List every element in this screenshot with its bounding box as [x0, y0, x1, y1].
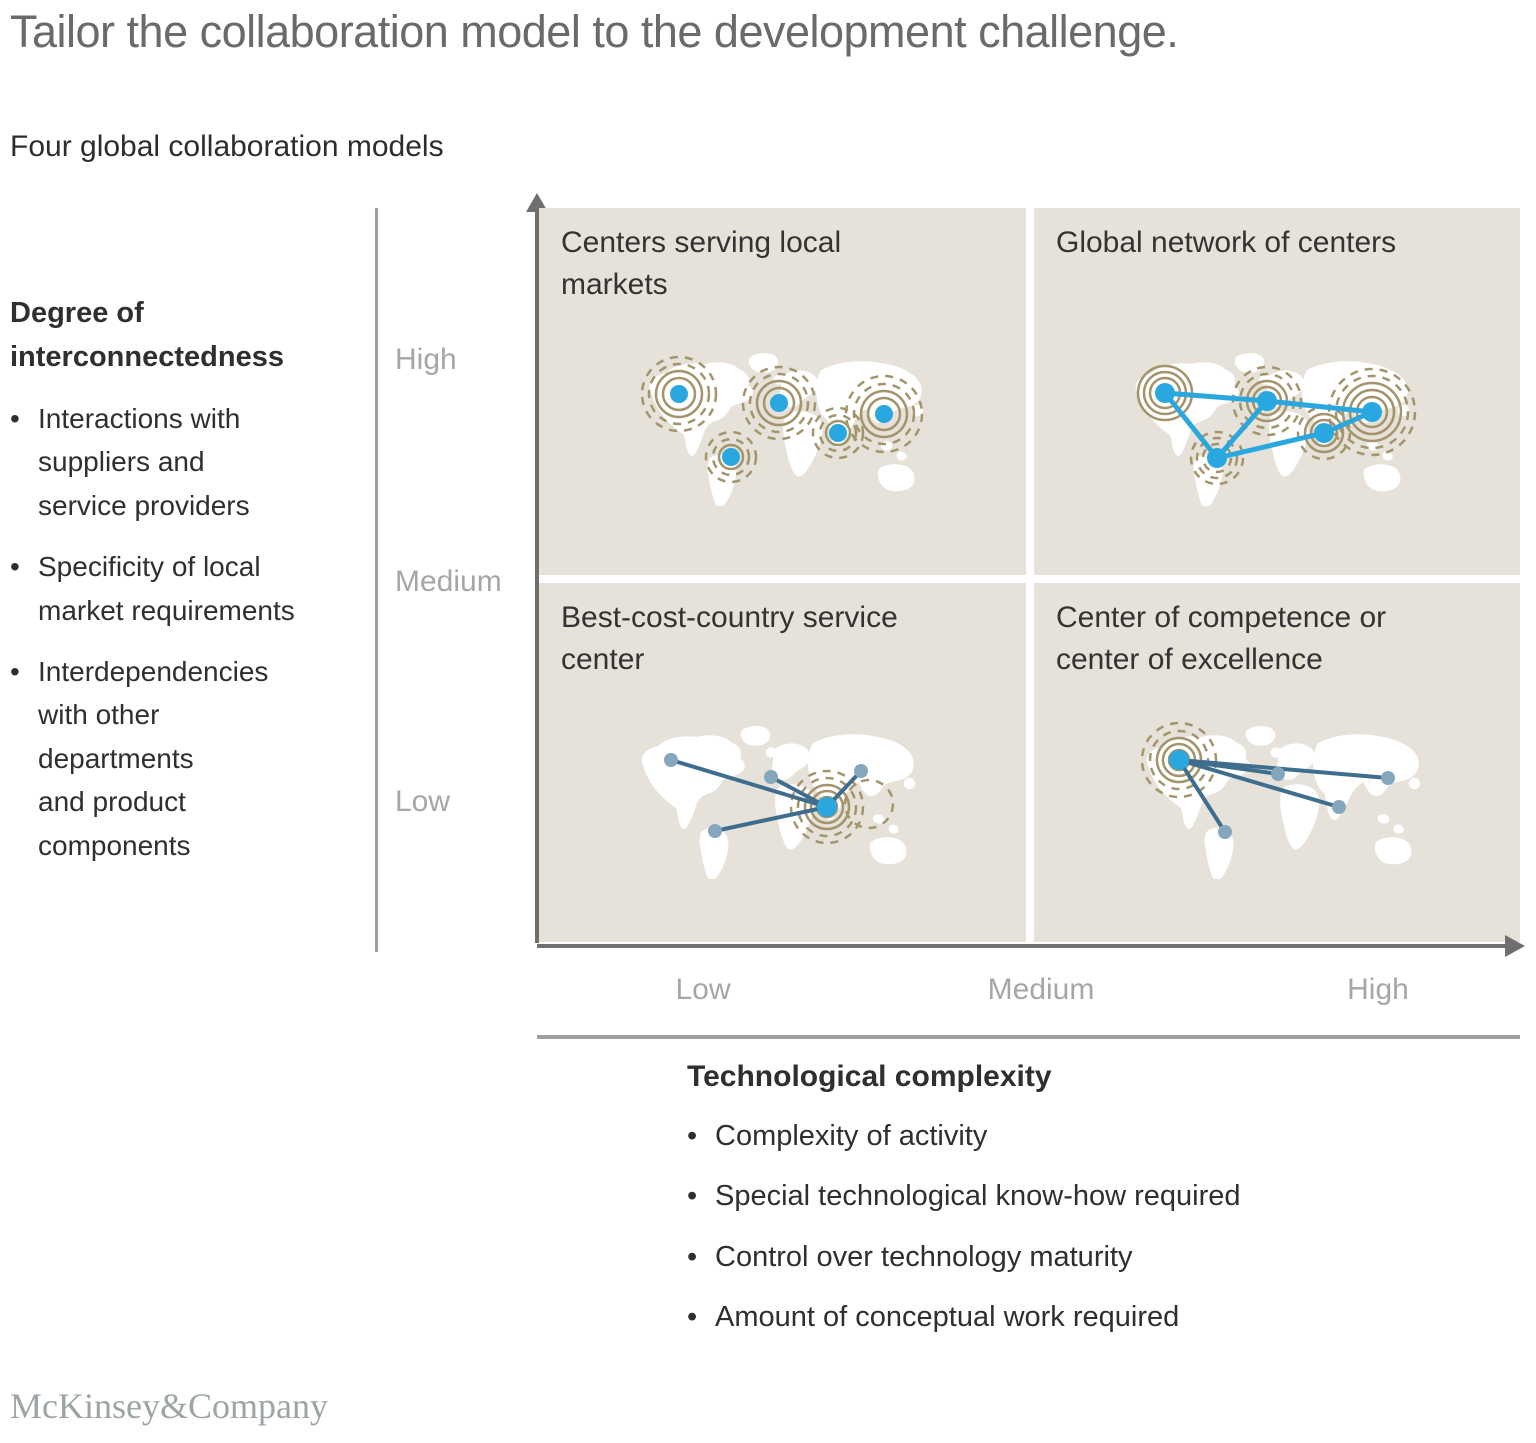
bullet-item: • Specificity of local market requirement… — [10, 545, 362, 632]
world-map-bl — [641, 726, 916, 879]
quadrant-best-cost-country-service-center: Best-cost-country service center — [539, 583, 1026, 942]
bullet-text: Specificity of local market requirements — [38, 551, 295, 626]
bullet-text: Interdependencies with other departments… — [38, 655, 269, 861]
bullet-text: Complexity of activity — [715, 1120, 988, 1152]
quadrant-centers-serving-local-markets: Centers serving local markets — [539, 208, 1026, 575]
x-tick-medium: Medium — [987, 973, 1095, 1006]
bullet-icon: • — [10, 655, 20, 687]
quadrant-title: Center of competence or center of excell… — [1056, 601, 1387, 676]
bullet-icon: • — [687, 1180, 698, 1213]
vertical-divider — [375, 208, 378, 952]
quadrant-title: Best-cost-country service center — [561, 601, 898, 676]
y-tick-high: High — [395, 343, 457, 376]
page-title: Tailor the collaboration model to the de… — [10, 6, 1179, 57]
chart-title: Four global collaboration models — [10, 130, 444, 163]
bullet-text: Interactions with suppliers and service … — [38, 403, 250, 521]
y-tick-low: Low — [395, 785, 451, 818]
bullet-icon: • — [10, 551, 20, 583]
quadrant-global-network-of-centers: Global network of centers — [1034, 208, 1520, 575]
quadrant-center-of-competence: Center of competence or center of excell… — [1034, 583, 1520, 942]
world-map-tl — [640, 353, 924, 506]
bullet-item: • Interactions with suppliers and service… — [10, 397, 362, 527]
bullet-item: • Control over technology maturity — [687, 1239, 1487, 1275]
bullet-icon: • — [687, 1240, 698, 1273]
bullet-text: Amount of conceptual work required — [715, 1300, 1180, 1333]
y-axis-bullet-list: • Interactions with suppliers and service… — [10, 397, 362, 867]
bullet-item: • Interdependencies with other department… — [10, 650, 362, 867]
world-map-br — [1140, 721, 1421, 879]
x-axis-line — [537, 944, 1509, 948]
x-axis-arrow-icon — [1505, 935, 1525, 957]
y-axis-line — [535, 208, 539, 943]
bullet-item: • Amount of conceptual work required — [687, 1299, 1487, 1335]
x-axis-label-block: Technological complexity • Complexity of … — [687, 1060, 1487, 1335]
horizontal-divider — [537, 1035, 1520, 1039]
y-axis-arrow-icon — [526, 193, 548, 212]
company-logo-text: McKinsey&Company — [10, 1386, 328, 1426]
y-tick-medium: Medium — [395, 565, 502, 598]
y-axis-title: Degree of interconnectedness — [10, 297, 284, 373]
bullet-icon: • — [10, 403, 20, 434]
bullet-item: • Special technological know-how required — [687, 1178, 1487, 1214]
y-axis-label-block: Degree of interconnectedness • Interactio… — [10, 292, 362, 867]
x-axis-bullet-list: • Complexity of activity • Special technolo… — [687, 1118, 1487, 1335]
x-tick-high: High — [1347, 973, 1409, 1006]
x-axis-title: Technological complexity — [687, 1060, 1052, 1093]
x-tick-low: Low — [675, 973, 731, 1006]
bullet-icon: • — [687, 1120, 698, 1152]
bullet-icon: • — [687, 1300, 698, 1333]
bullet-item: • Complexity of activity — [687, 1118, 1487, 1154]
bullet-text: Special technological know-how required — [715, 1180, 1241, 1213]
quadrant-title: Global network of centers — [1056, 226, 1397, 259]
world-map-tr — [1135, 353, 1417, 506]
quadrant-title: Centers serving local markets — [561, 226, 842, 301]
bullet-text: Control over technology maturity — [715, 1240, 1133, 1273]
